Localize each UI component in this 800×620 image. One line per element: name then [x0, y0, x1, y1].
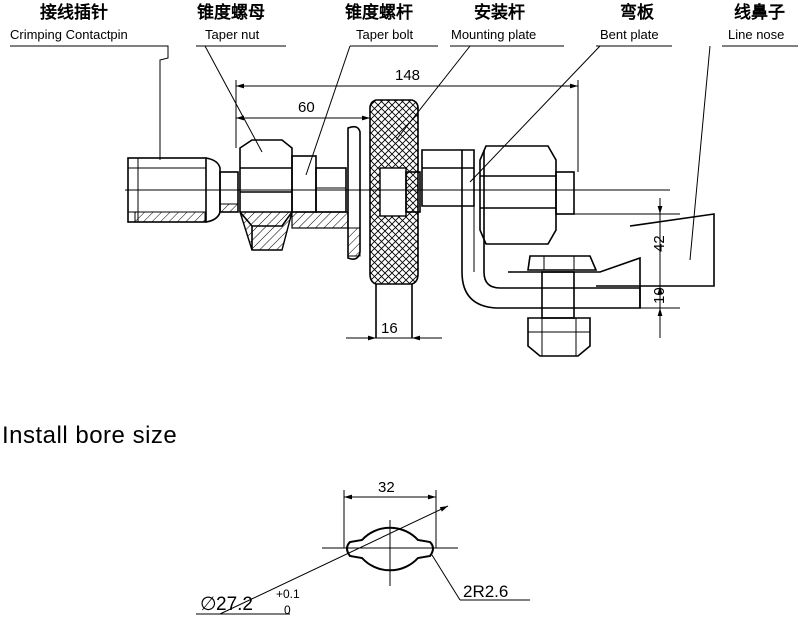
bent-plate	[461, 150, 641, 309]
label-bent-plate: 弯板 Bent plate	[469, 2, 672, 183]
svg-text:+0.1: +0.1	[276, 587, 300, 601]
bore-radius-label: 2R2.6	[463, 582, 508, 601]
svg-text:∅: ∅	[200, 594, 217, 615]
washer	[347, 125, 361, 260]
dim-overall-length: 148	[235, 67, 579, 172]
crimping-contactpin	[127, 157, 239, 223]
svg-text:安装杆: 安装杆	[474, 2, 525, 23]
svg-text:27.2: 27.2	[216, 594, 253, 615]
svg-text:16: 16	[381, 320, 398, 337]
svg-text:2R2.6: 2R2.6	[463, 582, 508, 601]
label-taper-nut: 锥度螺母 Taper nut	[196, 2, 286, 153]
dim-plate-thickness: 16	[346, 320, 442, 341]
svg-text:60: 60	[298, 99, 315, 116]
svg-text:弯板: 弯板	[620, 2, 655, 23]
svg-text:0: 0	[284, 603, 291, 617]
label-mounting-plate: 安装杆 Mounting plate	[395, 2, 564, 141]
svg-text:Bent plate: Bent plate	[600, 27, 659, 42]
label-line-nose: 线鼻子 Line nose	[689, 2, 798, 261]
svg-text:接线插针: 接线插针	[40, 2, 108, 23]
dim-bolt-length: 60	[236, 99, 371, 128]
bore-diameter-label: ∅ 27.2 +0.1 0	[200, 587, 300, 617]
svg-text:Crimping Contactpin: Crimping Contactpin	[10, 27, 128, 42]
section-title-install-bore-size: Install bore size	[2, 422, 178, 449]
svg-text:148: 148	[395, 67, 420, 84]
dim-line-nose: 42 10	[574, 198, 680, 338]
svg-text:Taper nut: Taper nut	[205, 27, 260, 42]
bore-drawing: 32	[196, 479, 530, 615]
svg-text:锥度螺母: 锥度螺母	[197, 2, 265, 23]
svg-text:线鼻子: 线鼻子	[734, 2, 785, 23]
svg-text:Taper bolt: Taper bolt	[356, 27, 413, 42]
taper-bolt	[291, 155, 349, 229]
taper-nut	[239, 139, 293, 251]
svg-text:42: 42	[651, 235, 668, 252]
svg-text:32: 32	[378, 479, 395, 496]
svg-text:锥度螺杆: 锥度螺杆	[345, 2, 413, 23]
label-crimping-contactpin: 接线插针 Crimping Contactpin	[10, 2, 169, 160]
line-nose	[508, 213, 715, 357]
mounting-plate	[369, 99, 419, 338]
svg-text:Line nose: Line nose	[728, 27, 784, 42]
svg-text:10: 10	[651, 287, 668, 304]
label-taper-bolt: 锥度螺杆 Taper bolt	[305, 2, 438, 176]
svg-text:Mounting plate: Mounting plate	[451, 27, 536, 42]
